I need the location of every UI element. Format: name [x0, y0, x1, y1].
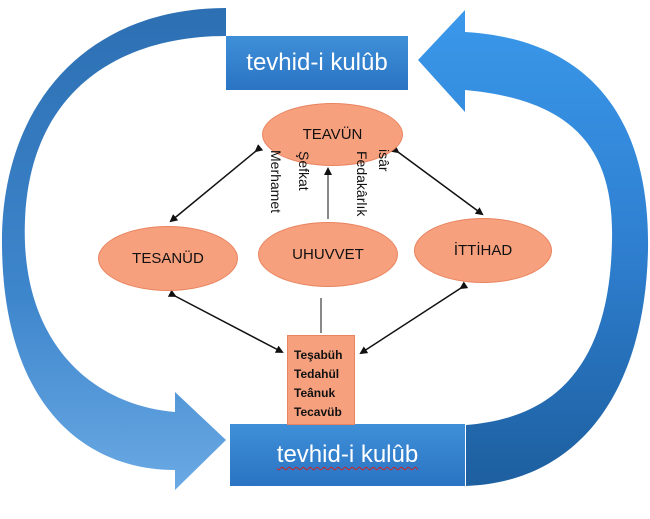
node-ittihad: İTTİHAD [414, 218, 552, 283]
right-cycle-arrow [418, 10, 649, 486]
node-ittihad-label: İTTİHAD [453, 242, 513, 259]
edge-label-merhamet: Merhamet [268, 150, 284, 214]
top-box: tevhid-i kulûb [226, 36, 408, 90]
node-tesanud-label: TESANÜD [132, 250, 204, 267]
arrow-tesanud-center [167, 289, 284, 353]
edge-label-sefkat: Şefkat [296, 151, 312, 191]
top-box-label: tevhid-i kulûb [246, 49, 388, 76]
node-uhuvvet-label: UHUVVET [292, 246, 364, 263]
arrow-ittihad-center [359, 281, 469, 355]
center-item: Tedahül [294, 367, 340, 381]
center-item: Teşabüh [294, 348, 343, 362]
node-uhuvvet: UHUVVET [258, 222, 398, 287]
center-item: Teânuk [294, 386, 336, 400]
center-box: Teşabüh Tedahül Teânuk Tecavüb [287, 335, 355, 425]
node-tesanud: TESANÜD [98, 226, 238, 291]
edge-label-fedakarlik: Fedakârlık [354, 151, 370, 217]
center-item: Tecavüb [294, 405, 342, 419]
bottom-box: tevhid-i kulûb [230, 424, 465, 486]
edge-label-isar: isâr [376, 149, 392, 172]
left-cycle-arrow [1, 8, 226, 490]
node-teavun: TEAVÜN [262, 103, 403, 166]
bottom-box-label: tevhid-i kulûb [276, 441, 419, 468]
node-teavun-label: TEAVÜN [302, 126, 363, 143]
arrow-teavun-tesanud [169, 144, 264, 223]
arrow-teavun-ittihad [390, 145, 484, 216]
